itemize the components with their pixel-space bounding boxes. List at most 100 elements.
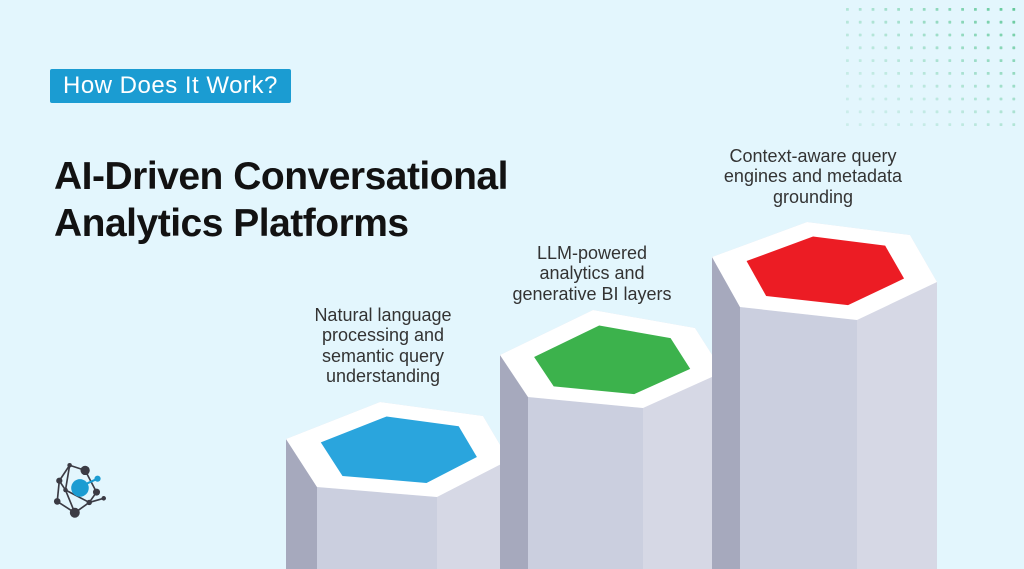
pillar-top-hexagon bbox=[534, 325, 691, 395]
dot bbox=[986, 123, 990, 126]
dot bbox=[948, 84, 952, 88]
dot bbox=[999, 46, 1003, 50]
pillar-left-facet bbox=[712, 257, 740, 569]
dot bbox=[935, 72, 939, 75]
dot bbox=[897, 84, 900, 88]
dot bbox=[884, 33, 888, 37]
dot bbox=[846, 20, 849, 24]
dot bbox=[910, 20, 913, 24]
dot bbox=[999, 72, 1003, 75]
dot bbox=[858, 33, 862, 37]
hexagon-pillar-1 bbox=[286, 402, 509, 569]
dot bbox=[871, 123, 875, 126]
dot bbox=[986, 46, 990, 50]
dot bbox=[922, 123, 926, 126]
dot bbox=[986, 72, 990, 75]
hexagon-pillar-3 bbox=[712, 222, 937, 569]
dot bbox=[1012, 123, 1016, 126]
dot bbox=[897, 97, 900, 101]
dot bbox=[922, 84, 926, 88]
dot bbox=[910, 123, 913, 126]
dot bbox=[922, 8, 926, 11]
logo-node bbox=[53, 498, 61, 505]
dot bbox=[897, 59, 900, 62]
section-badge: How Does It Work? bbox=[50, 69, 291, 103]
logo-node bbox=[56, 477, 63, 484]
dot bbox=[884, 84, 888, 88]
pillar-label-llm: LLM-powered analytics and generative BI … bbox=[512, 243, 672, 304]
dot bbox=[1012, 46, 1016, 50]
dot bbox=[884, 97, 888, 101]
network-molecule-logo-icon bbox=[53, 462, 107, 518]
dot bbox=[858, 20, 862, 24]
dot bbox=[948, 8, 952, 11]
dot bbox=[910, 8, 913, 11]
dot bbox=[922, 20, 926, 24]
dot bbox=[910, 97, 913, 101]
dot bbox=[999, 110, 1003, 114]
dot bbox=[871, 20, 875, 24]
dot bbox=[974, 20, 977, 24]
dot bbox=[961, 33, 964, 37]
dot bbox=[871, 46, 875, 50]
dot bbox=[858, 110, 862, 114]
dot bbox=[858, 59, 862, 62]
dot bbox=[948, 46, 952, 50]
dot bbox=[910, 46, 913, 50]
dot bbox=[986, 8, 990, 11]
dot bbox=[948, 110, 952, 114]
pillar-left-facet bbox=[286, 439, 317, 569]
pillar-label-nlp: Natural language processing and semantic… bbox=[314, 305, 452, 386]
dot bbox=[884, 46, 888, 50]
dot bbox=[935, 110, 939, 114]
pillar-top-hexagon bbox=[320, 416, 477, 483]
dot bbox=[974, 8, 977, 11]
pillar-front-face bbox=[317, 487, 437, 569]
dot bbox=[846, 110, 849, 114]
dot bbox=[897, 110, 900, 114]
dot bbox=[974, 84, 977, 88]
dot bbox=[846, 46, 849, 50]
dot bbox=[935, 97, 939, 101]
logo-edge bbox=[64, 465, 71, 491]
dot bbox=[897, 46, 900, 50]
dot bbox=[922, 33, 926, 37]
dot bbox=[858, 46, 862, 50]
dot bbox=[948, 97, 952, 101]
dot bbox=[871, 72, 875, 75]
dot bbox=[884, 72, 888, 75]
page-title: AI-Driven Conversational Analytics Platf… bbox=[54, 155, 508, 245]
dot bbox=[922, 97, 926, 101]
dot bbox=[1012, 33, 1016, 37]
dot bbox=[897, 8, 900, 11]
logo-node bbox=[67, 462, 72, 468]
dot bbox=[986, 33, 990, 37]
logo-node bbox=[69, 507, 80, 518]
dot bbox=[871, 8, 875, 11]
dot bbox=[961, 72, 964, 75]
dot bbox=[935, 84, 939, 88]
logo-node bbox=[63, 487, 68, 493]
dot bbox=[922, 110, 926, 114]
dot bbox=[986, 59, 990, 62]
dot bbox=[897, 33, 900, 37]
dot bbox=[999, 20, 1003, 24]
pillar-label-context: Context-aware query engines and metadata… bbox=[723, 146, 903, 207]
logo-node bbox=[94, 475, 101, 482]
dot bbox=[871, 110, 875, 114]
dot bbox=[884, 8, 888, 11]
dot bbox=[1012, 97, 1016, 101]
dot bbox=[961, 123, 964, 126]
dot bbox=[884, 110, 888, 114]
dot bbox=[922, 46, 926, 50]
dot bbox=[986, 84, 990, 88]
dot bbox=[884, 20, 888, 24]
dot bbox=[1012, 8, 1016, 11]
logo-node bbox=[101, 496, 107, 501]
dot bbox=[974, 33, 977, 37]
logo-edge bbox=[58, 464, 71, 482]
logo-node bbox=[86, 499, 92, 506]
dot bbox=[910, 59, 913, 62]
dot bbox=[961, 46, 964, 50]
dot bbox=[961, 8, 964, 11]
